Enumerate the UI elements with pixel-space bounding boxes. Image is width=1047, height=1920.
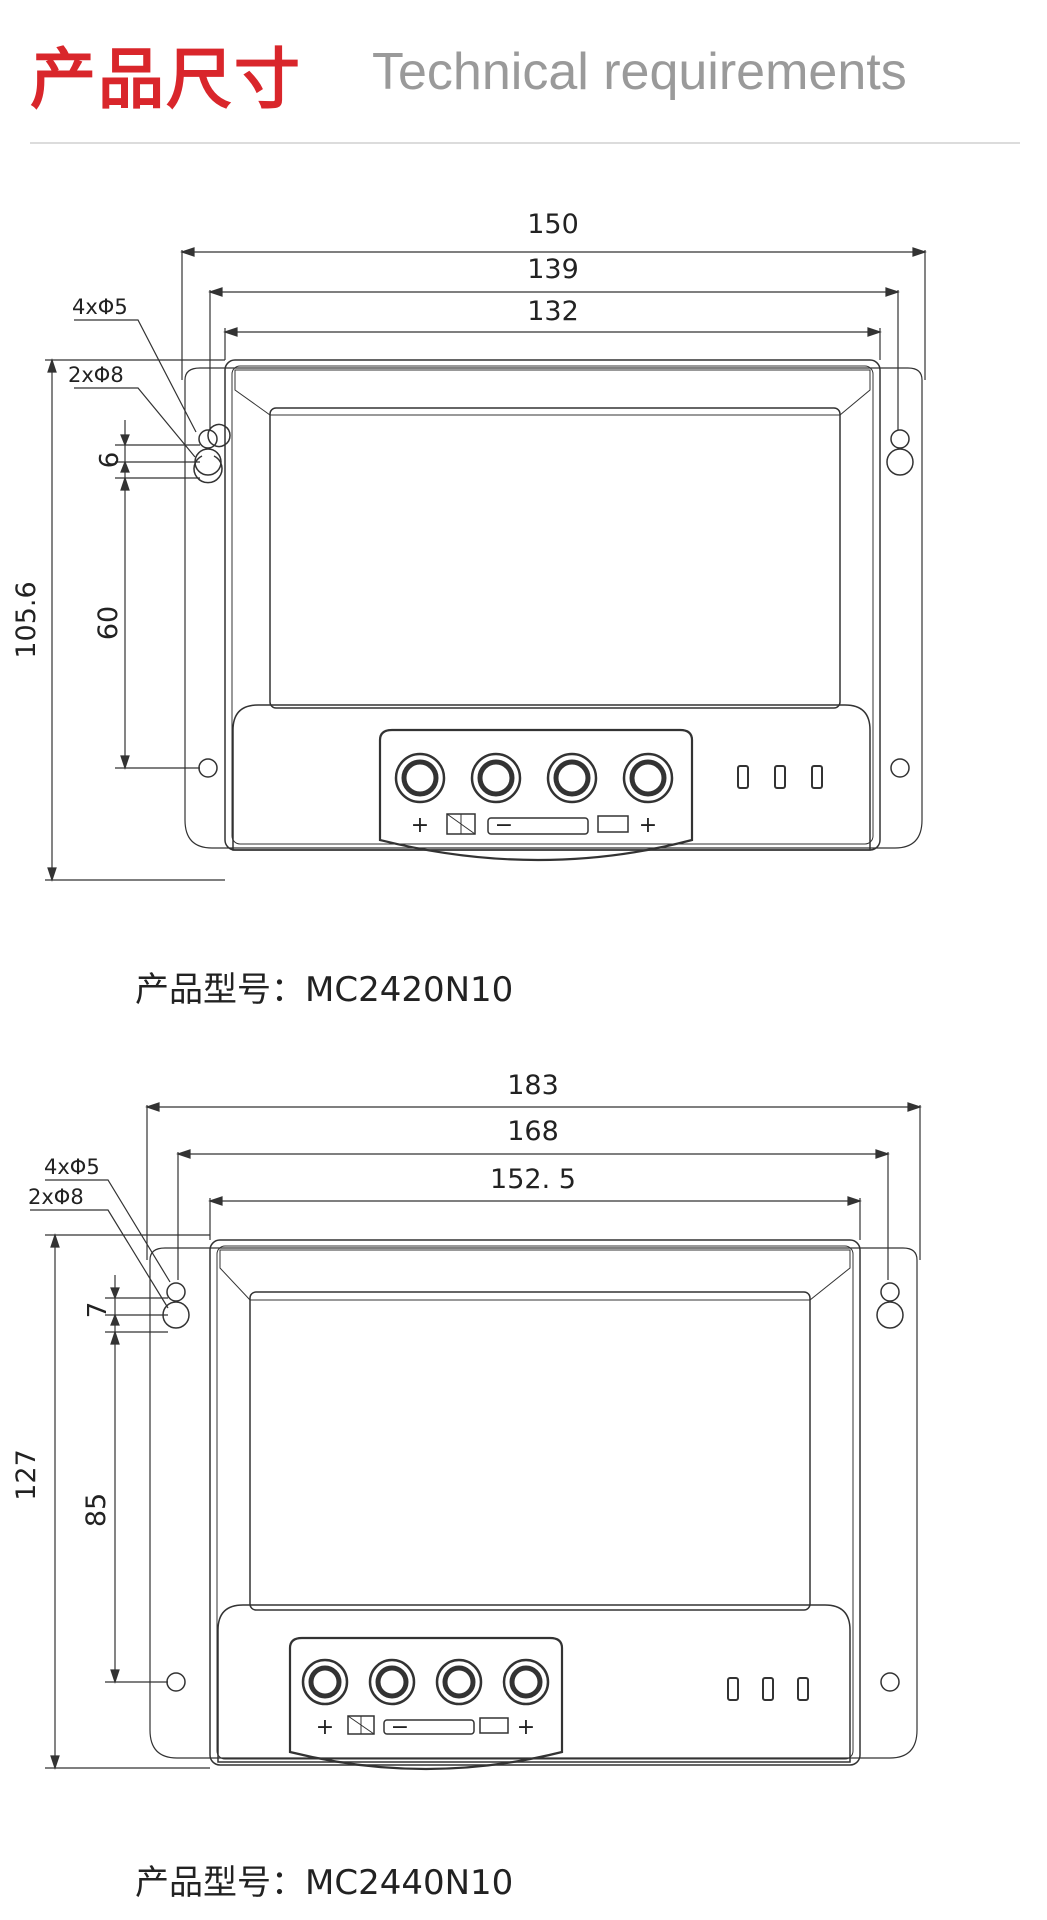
terminal-1 bbox=[394, 752, 446, 804]
terminal-plus-1: + bbox=[411, 813, 429, 838]
terminal-4 bbox=[502, 1658, 550, 1706]
dim-body-width: 132 bbox=[527, 296, 579, 327]
dim-hole-vertical: 60 bbox=[93, 606, 124, 640]
terminal-4 bbox=[622, 752, 674, 804]
model-label-2: 产品型号：MC2440N10 bbox=[135, 1863, 514, 1903]
terminal-3 bbox=[435, 1658, 483, 1706]
model-label-1: 产品型号：MC2420N10 bbox=[135, 970, 514, 1010]
hole-bottom-left bbox=[166, 1672, 186, 1692]
page-title: 产品尺寸 bbox=[30, 41, 302, 118]
note-small-holes: 4xΦ5 bbox=[44, 1155, 100, 1179]
note-large-holes: 2xΦ8 bbox=[68, 363, 124, 387]
keyhole-right bbox=[886, 448, 914, 476]
terminal-2 bbox=[368, 1658, 416, 1706]
terminal-plus-1: + bbox=[316, 1715, 334, 1740]
hole-bottom-left bbox=[198, 758, 218, 778]
header-divider bbox=[30, 142, 1020, 144]
dim-hole-vertical: 85 bbox=[81, 1493, 112, 1527]
note-large-holes: 2xΦ8 bbox=[28, 1185, 84, 1209]
dim-overall-width: 150 bbox=[527, 209, 579, 240]
hole-bottom-right bbox=[890, 758, 910, 778]
dim-hole-span: 139 bbox=[527, 254, 579, 285]
dim-keyhole: 7 bbox=[83, 1302, 113, 1319]
keyhole-right bbox=[876, 1301, 904, 1329]
terminal-1 bbox=[301, 1658, 349, 1706]
dim-overall-width: 183 bbox=[507, 1070, 559, 1101]
battery-minus-1: − bbox=[495, 813, 513, 838]
dim-body-width: 152. 5 bbox=[490, 1164, 576, 1195]
dimension-drawing-1: 150 139 132 105.6 6 60 4xΦ5 2xΦ8 + − + bbox=[11, 209, 927, 882]
terminal-2 bbox=[470, 752, 522, 804]
dim-height: 127 bbox=[11, 1449, 42, 1501]
terminal-plus-2: + bbox=[517, 1715, 535, 1740]
hole-bottom-right bbox=[880, 1672, 900, 1692]
dim-height: 105.6 bbox=[11, 581, 42, 658]
header: 产品尺寸 Technical requirements bbox=[0, 0, 1047, 150]
dim-keyhole: 6 bbox=[95, 452, 125, 469]
battery-minus-1: − bbox=[391, 1715, 409, 1740]
terminal-3 bbox=[546, 752, 598, 804]
dimension-drawing-2: 183 168 152. 5 127 7 85 4xΦ5 2xΦ8 + − + bbox=[11, 1070, 922, 1771]
dim-hole-span: 168 bbox=[507, 1116, 559, 1147]
page-subtitle: Technical requirements bbox=[372, 43, 907, 101]
note-small-holes: 4xΦ5 bbox=[72, 295, 128, 319]
terminal-plus-2: + bbox=[639, 813, 657, 838]
